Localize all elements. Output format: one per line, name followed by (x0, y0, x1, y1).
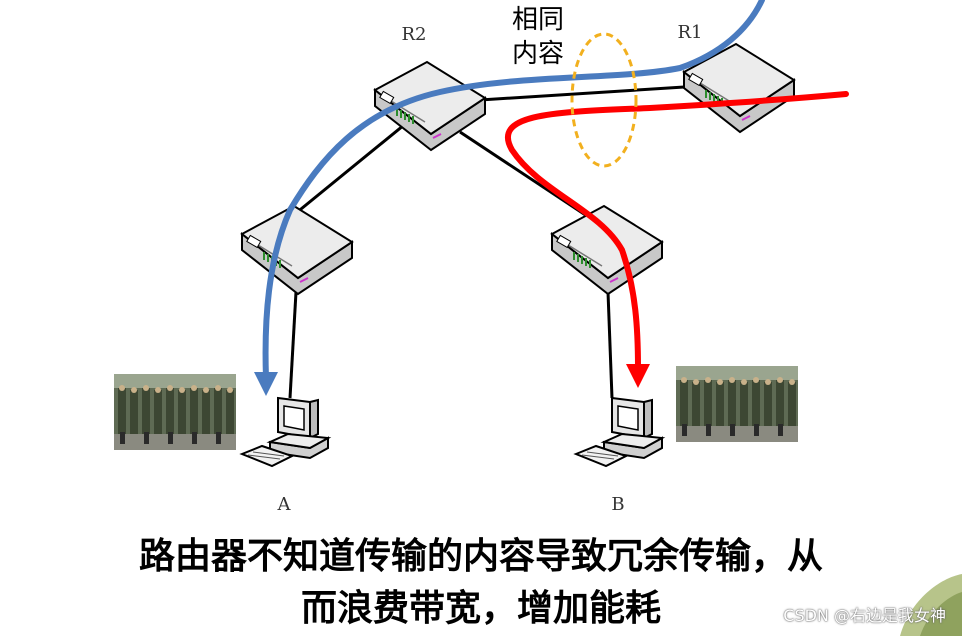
red-arrowhead (626, 364, 650, 388)
label-r1: R1 (677, 22, 702, 43)
watermark: CSDN @右边是我女神 (783, 606, 946, 625)
router-icon-left (241, 205, 353, 295)
link-r2-r1 (479, 84, 701, 102)
note-same-line2: 内容 (512, 39, 564, 69)
same-content-ellipse (570, 32, 638, 168)
red-flow-path (504, 91, 849, 371)
caption-line2: 而浪费带宽，增加能耗 (300, 587, 661, 629)
soldiers-photo-right (676, 366, 798, 442)
caption: 路由器不知道传输的内容导致冗余传输，从 而浪费带宽，增加能耗 (0, 530, 962, 634)
label-r2: R2 (401, 24, 426, 45)
blue-flow-path (262, 0, 765, 381)
blue-arrowhead (254, 372, 278, 396)
network-links (288, 84, 701, 399)
caption-line1: 路由器不知道传输的内容导致冗余传输，从 (138, 535, 823, 577)
link-right-router-b (606, 291, 614, 399)
corner-leaf-decoration (900, 574, 962, 636)
link-r2-left-router (289, 110, 421, 220)
router-icon-right (551, 205, 663, 295)
computer-icon-b (575, 397, 663, 467)
label-host-a: A (277, 494, 292, 515)
computer-icon-a (241, 397, 329, 467)
label-host-b: B (611, 494, 624, 515)
note-same-line1: 相同 (512, 5, 564, 35)
soldiers-photo-left (114, 374, 236, 450)
link-left-router-a (288, 291, 298, 399)
